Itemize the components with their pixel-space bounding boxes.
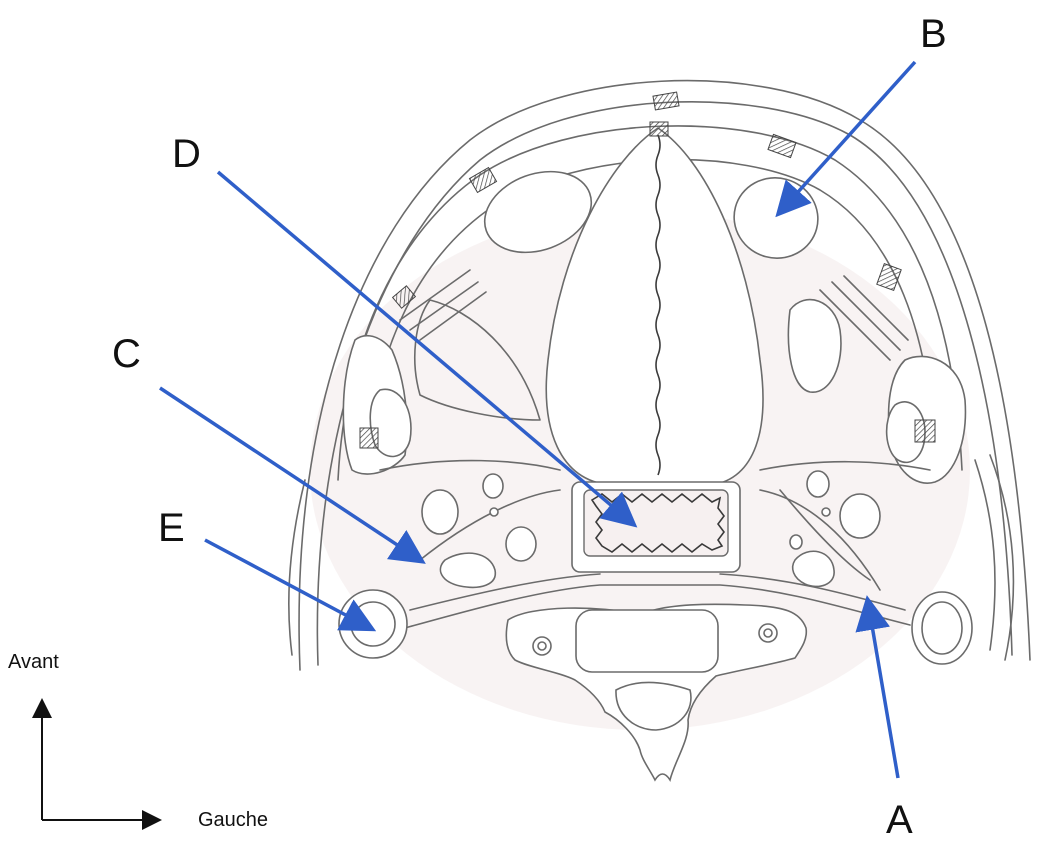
label-a: A xyxy=(886,800,913,840)
orientation-axes xyxy=(42,702,158,820)
label-e: E xyxy=(158,508,185,548)
label-b: B xyxy=(920,14,947,54)
orientation-label-up: Avant xyxy=(8,652,59,672)
arrow-b xyxy=(780,62,915,212)
orientation-label-right: Gauche xyxy=(198,810,268,830)
thyroid-cartilage xyxy=(546,122,763,485)
label-c: C xyxy=(112,334,141,374)
label-d: D xyxy=(172,134,201,174)
